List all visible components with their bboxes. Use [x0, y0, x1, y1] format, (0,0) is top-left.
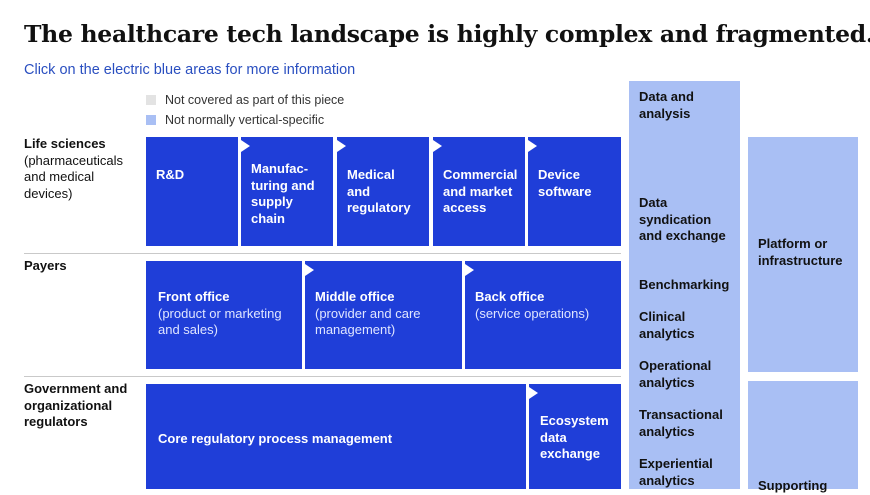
- arrow-marker: [529, 387, 538, 399]
- row-divider: [24, 376, 621, 377]
- box-device-software[interactable]: Device software: [528, 137, 621, 246]
- box-label: Back office: [475, 289, 545, 304]
- box-commercial[interactable]: Commercial and market access: [433, 137, 525, 246]
- platform-label: Platform or infrastructure: [758, 236, 843, 268]
- legend-not-vertical: Not normally vertical-specific: [146, 113, 324, 127]
- box-medical-regulatory[interactable]: Medical and regulatory: [337, 137, 429, 246]
- box-sublabel: (product or marketing and sales): [158, 305, 282, 338]
- row-label-sub: (pharmaceuticals and medical devices): [24, 152, 123, 201]
- box-label: Ecosystem data exchange: [540, 413, 609, 461]
- legend-label: Not normally vertical-specific: [165, 113, 325, 127]
- data-analysis-column: [629, 81, 740, 489]
- legend-swatch-grey: [146, 95, 156, 105]
- box-middle-office[interactable]: Middle office (provider and care managem…: [305, 261, 462, 369]
- data-item-operational: Operational analytics: [639, 358, 712, 390]
- row-divider: [24, 253, 621, 254]
- arrow-marker: [241, 140, 250, 152]
- box-front-office[interactable]: Front office (product or marketing and s…: [146, 261, 302, 369]
- box-manufacturing[interactable]: Manufac-turing and supply chain: [241, 137, 333, 246]
- data-analysis-heading: Data and analysis: [639, 89, 694, 121]
- row-label-life-sciences: Life sciences (pharmaceuticals and medic…: [24, 136, 139, 202]
- box-label: Device software: [538, 167, 592, 199]
- row-label-government: Government and organizational regulators: [24, 381, 142, 431]
- supporting-label: Supporting: [758, 478, 828, 493]
- box-label: Medical and regulatory: [347, 167, 411, 215]
- box-rnd[interactable]: R&D: [146, 137, 238, 246]
- data-item-clinical: Clinical analytics: [639, 309, 695, 341]
- box-ecosystem-data[interactable]: Ecosystem data exchange: [529, 384, 621, 489]
- box-label: R&D: [156, 167, 185, 182]
- box-sublabel: (provider and care management): [315, 305, 421, 338]
- box-label: Middle office: [315, 289, 395, 304]
- data-item-transactional: Transactional analytics: [639, 407, 723, 439]
- box-label: Commercial and market access: [443, 167, 518, 215]
- box-sublabel: (service operations): [475, 305, 590, 321]
- legend-label: Not covered as part of this piece: [165, 93, 345, 107]
- supporting-column: [748, 381, 858, 489]
- box-label: Core regulatory process management: [158, 431, 393, 446]
- arrow-marker: [305, 264, 314, 276]
- platform-column: [748, 137, 858, 372]
- row-label-title: Government and organizational regulators: [24, 381, 128, 429]
- data-item-benchmarking: Benchmarking: [639, 277, 730, 292]
- arrow-marker: [465, 264, 474, 276]
- box-label: Manufac-turing and supply chain: [251, 161, 315, 226]
- page-title: The healthcare tech landscape is highly …: [24, 20, 870, 48]
- arrow-marker: [433, 140, 442, 152]
- box-label: Front office: [158, 289, 230, 304]
- row-label-title: Payers: [24, 258, 67, 273]
- row-label-title: Life sciences: [24, 136, 106, 151]
- box-back-office[interactable]: Back office (service operations): [465, 261, 621, 369]
- legend-not-covered: Not covered as part of this piece: [146, 93, 344, 107]
- data-item-experiential: Experiential analytics: [639, 456, 713, 488]
- instruction-text: Click on the electric blue areas for mor…: [24, 62, 356, 78]
- row-label-payers: Payers: [24, 258, 139, 275]
- arrow-marker: [337, 140, 346, 152]
- box-core-regulatory[interactable]: Core regulatory process management: [146, 384, 526, 489]
- legend-swatch-light-blue: [146, 115, 156, 125]
- data-item-syndication: Data syndication and exchange: [639, 195, 726, 243]
- arrow-marker: [528, 140, 537, 152]
